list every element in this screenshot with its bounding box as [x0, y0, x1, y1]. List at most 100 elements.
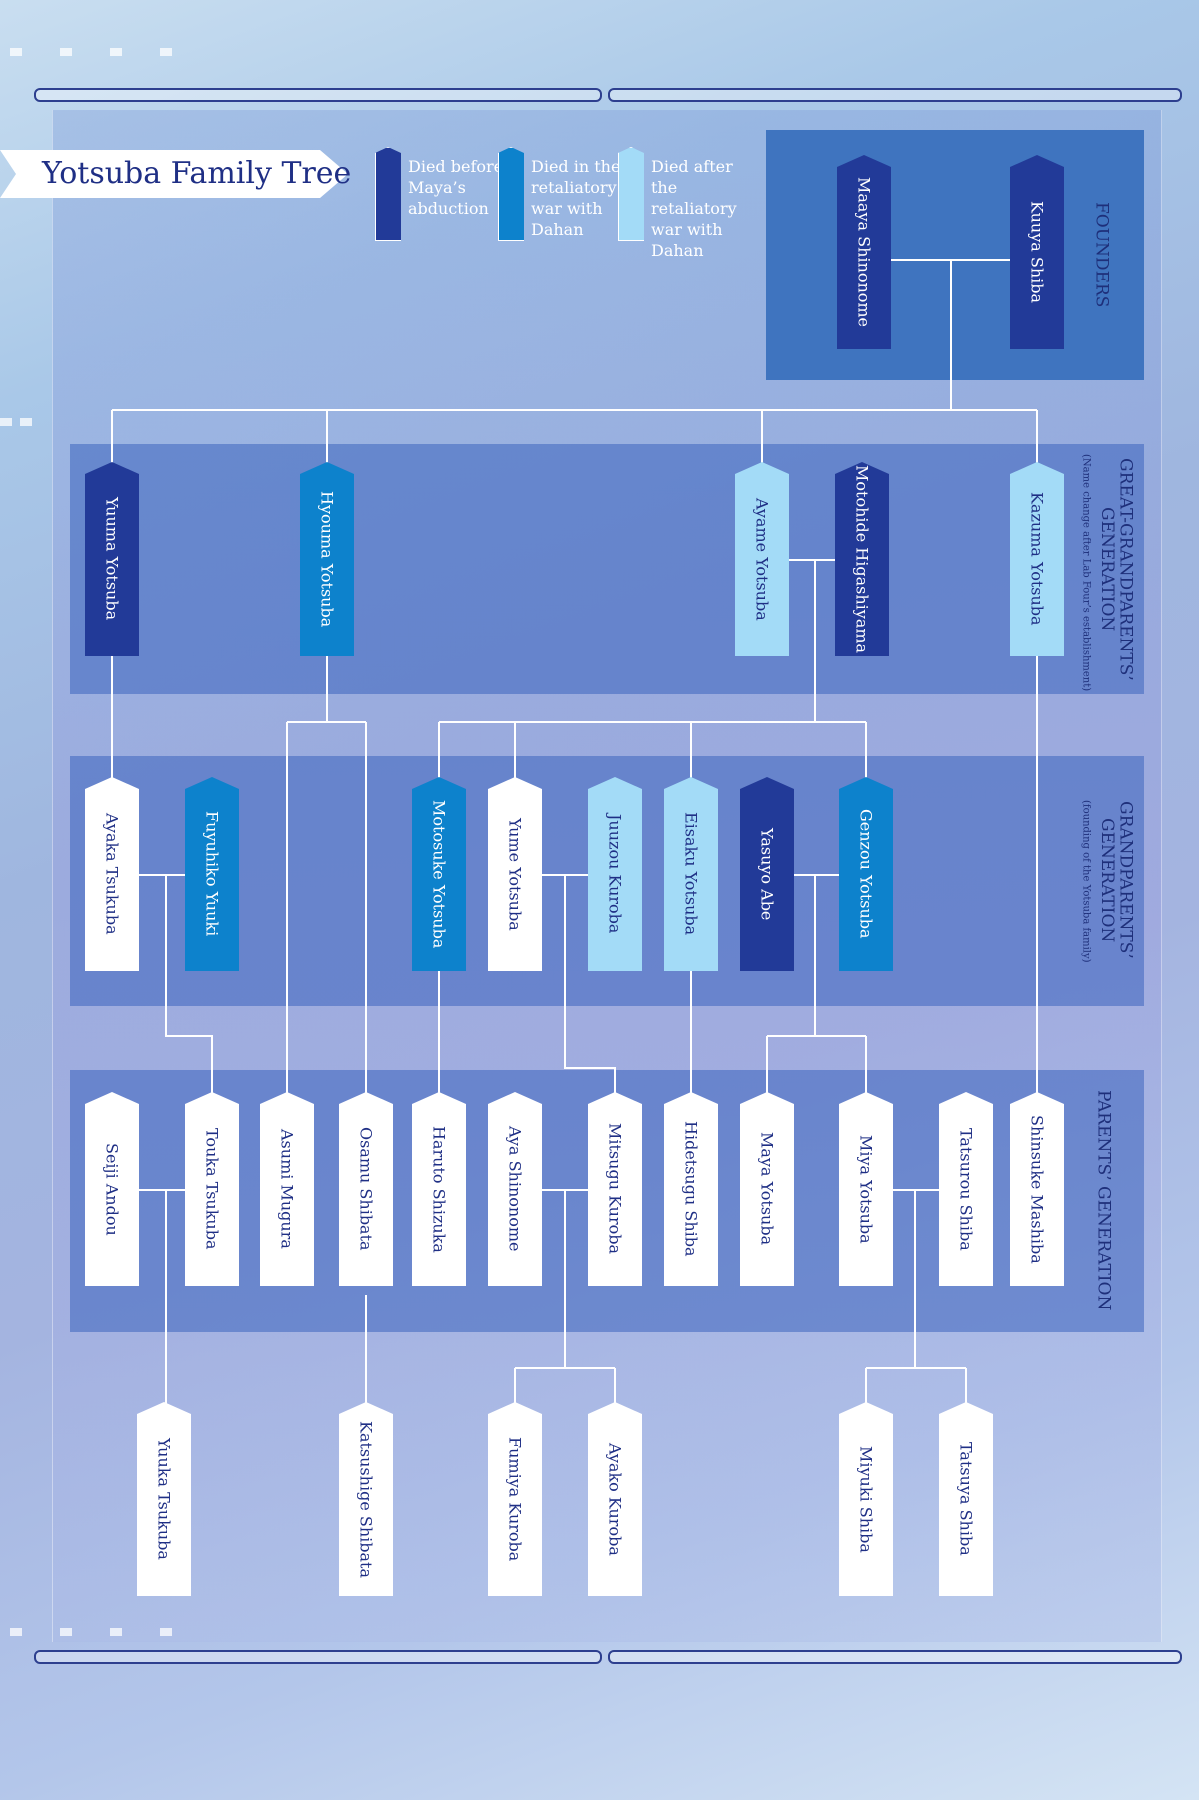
person-maya-yotsuba: Maya Yotsuba [740, 1092, 794, 1286]
person-yasuyo-abe: Yasuyo Abe [740, 777, 794, 971]
person-name: Ayako Kuroba [605, 1442, 625, 1556]
sparkle-decoration [10, 1628, 22, 1636]
person-name: Juuzou Kuroba [605, 814, 625, 934]
legend-chip-dark [375, 147, 401, 241]
sparkle-decoration [160, 1628, 172, 1636]
person-name: Seiji Andou [102, 1142, 122, 1236]
person-name: Genzou Yotsuba [856, 809, 876, 939]
sparkle-decoration [20, 418, 32, 426]
person-name: Tatsurou Shiba [956, 1127, 976, 1251]
legend-text-mid: Died in the retaliatory war with Dahan [531, 157, 621, 239]
person-ayame-yotsuba: Ayame Yotsuba [735, 462, 789, 656]
person-name: Tatsuya Shiba [956, 1442, 976, 1556]
person-name: Mitsugu Kuroba [605, 1123, 625, 1255]
sparkle-decoration [60, 48, 72, 56]
person-miya-yotsuba: Miya Yotsuba [839, 1092, 893, 1286]
person-name: Shinsuke Mashiba [1027, 1114, 1047, 1264]
person-juuzou-kuroba: Juuzou Kuroba [588, 777, 642, 971]
grandparents-label: GRANDPARENTS’ GENERATION (founding of th… [1076, 800, 1136, 963]
person-name: Ayame Yotsuba [752, 497, 772, 621]
person-name: Hyouma Yotsuba [317, 490, 337, 628]
person-eisaku-yotsuba: Eisaku Yotsuba [664, 777, 718, 971]
parents-label: PARENTS’ GENERATION [1093, 1090, 1114, 1311]
person-name: Yuuka Tsukuba [154, 1438, 174, 1560]
person-name: Yuuma Yotsuba [102, 497, 122, 621]
person-name: Touka Tsukuba [202, 1128, 222, 1250]
person-name: Maya Yotsuba [757, 1132, 777, 1246]
person-yuuma-yotsuba: Yuuma Yotsuba [85, 462, 139, 656]
person-katsushige-shibata: Katsushige Shibata [339, 1402, 393, 1596]
person-miyuki-shiba: Miyuki Shiba [839, 1402, 893, 1596]
bottom-rail-right [608, 1650, 1182, 1664]
top-rail-right [608, 88, 1182, 102]
person-yume-yotsuba: Yume Yotsuba [488, 777, 542, 971]
person-seiji-andou: Seiji Andou [85, 1092, 139, 1286]
founders-label-text: FOUNDERS [1091, 202, 1112, 308]
sparkle-decoration [60, 1628, 72, 1636]
great-grandparents-label-text: GREAT-GRANDPARENTS’ GENERATION [1097, 457, 1136, 681]
person-asumi-mugura: Asumi Mugura [260, 1092, 314, 1286]
person-name: Motohide Higashiyama [852, 464, 872, 654]
person-name: Ayaka Tsukuba [102, 813, 122, 935]
person-haruto-shizuka: Haruto Shizuka [412, 1092, 466, 1286]
top-rail-left [34, 88, 602, 102]
person-name: Asumi Mugura [277, 1129, 297, 1249]
person-touka-tsukuba: Touka Tsukuba [185, 1092, 239, 1286]
great-grandparents-note: (Name change after Lab Four’s establishm… [1080, 454, 1092, 692]
person-yuuka-tsukuba: Yuuka Tsukuba [137, 1402, 191, 1596]
great-grandparents-label: GREAT-GRANDPARENTS’ GENERATION (Name cha… [1076, 454, 1136, 691]
person-mitsugu-kuroba: Mitsugu Kuroba [588, 1092, 642, 1286]
person-fuyuhiko-yuuki: Fuyuhiko Yuuki [185, 777, 239, 971]
person-tatsuya-shiba: Tatsuya Shiba [939, 1402, 993, 1596]
person-maaya-shinonome: Maaya Shinonome [837, 155, 891, 349]
person-kazuma-yotsuba: Kazuma Yotsuba [1010, 462, 1064, 656]
person-genzou-yotsuba: Genzou Yotsuba [839, 777, 893, 971]
person-shinsuke-mashiba: Shinsuke Mashiba [1010, 1092, 1064, 1286]
legend-text-light: Died after the retaliatory war with Daha… [651, 157, 737, 260]
person-hidetsugu-shiba: Hidetsugu Shiba [664, 1092, 718, 1286]
grandparents-label-text: GRANDPARENTS’ GENERATION [1097, 801, 1136, 959]
person-motohide-higashiyama: Motohide Higashiyama [835, 462, 889, 656]
person-ayaka-tsukuba: Ayaka Tsukuba [85, 777, 139, 971]
person-motosuke-yotsuba: Motosuke Yotsuba [412, 777, 466, 971]
parents-label-text: PARENTS’ GENERATION [1093, 1090, 1114, 1311]
person-name: Motosuke Yotsuba [429, 799, 449, 949]
founders-label: FOUNDERS [1091, 200, 1112, 310]
person-osamu-shibata: Osamu Shibata [339, 1092, 393, 1286]
person-name: Haruto Shizuka [429, 1125, 449, 1253]
person-name: Katsushige Shibata [356, 1420, 376, 1578]
legend-chip-mid [498, 147, 524, 241]
title-banner [0, 150, 348, 198]
sparkle-decoration [110, 48, 122, 56]
person-name: Aya Shinonome [505, 1126, 525, 1252]
person-name: Eisaku Yotsuba [681, 812, 701, 936]
person-name: Hidetsugu Shiba [681, 1121, 701, 1257]
sparkle-decoration [160, 48, 172, 56]
legend-text-dark: Died before Maya’s abduction [408, 157, 504, 218]
person-hyouma-yotsuba: Hyouma Yotsuba [300, 462, 354, 656]
sparkle-decoration [0, 418, 12, 426]
person-name: Kazuma Yotsuba [1027, 492, 1047, 626]
line-yume-down [564, 875, 616, 1100]
line-ayaka-down [165, 875, 213, 1100]
legend-chip-light [618, 147, 644, 241]
sparkle-decoration [110, 1628, 122, 1636]
sparkle-decoration [10, 48, 22, 56]
person-name: Yasuyo Abe [757, 827, 777, 921]
great-grandparents-band [70, 444, 1144, 694]
person-aya-shinonome: Aya Shinonome [488, 1092, 542, 1286]
person-kuuya-shiba: Kuuya Shiba [1010, 155, 1064, 349]
person-name: Kuuya Shiba [1027, 200, 1047, 304]
bottom-rail-left [34, 1650, 602, 1664]
person-tatsurou-shiba: Tatsurou Shiba [939, 1092, 993, 1286]
person-name: Miya Yotsuba [856, 1134, 876, 1244]
grandparents-note: (founding of the Yotsuba family) [1080, 800, 1092, 963]
person-name: Maaya Shinonome [854, 176, 874, 328]
page-title: Yotsuba Family Tree [42, 156, 352, 191]
person-name: Fuyuhiko Yuuki [202, 811, 222, 937]
person-ayako-kuroba: Ayako Kuroba [588, 1402, 642, 1596]
person-name: Yume Yotsuba [505, 817, 525, 931]
person-fumiya-kuroba: Fumiya Kuroba [488, 1402, 542, 1596]
